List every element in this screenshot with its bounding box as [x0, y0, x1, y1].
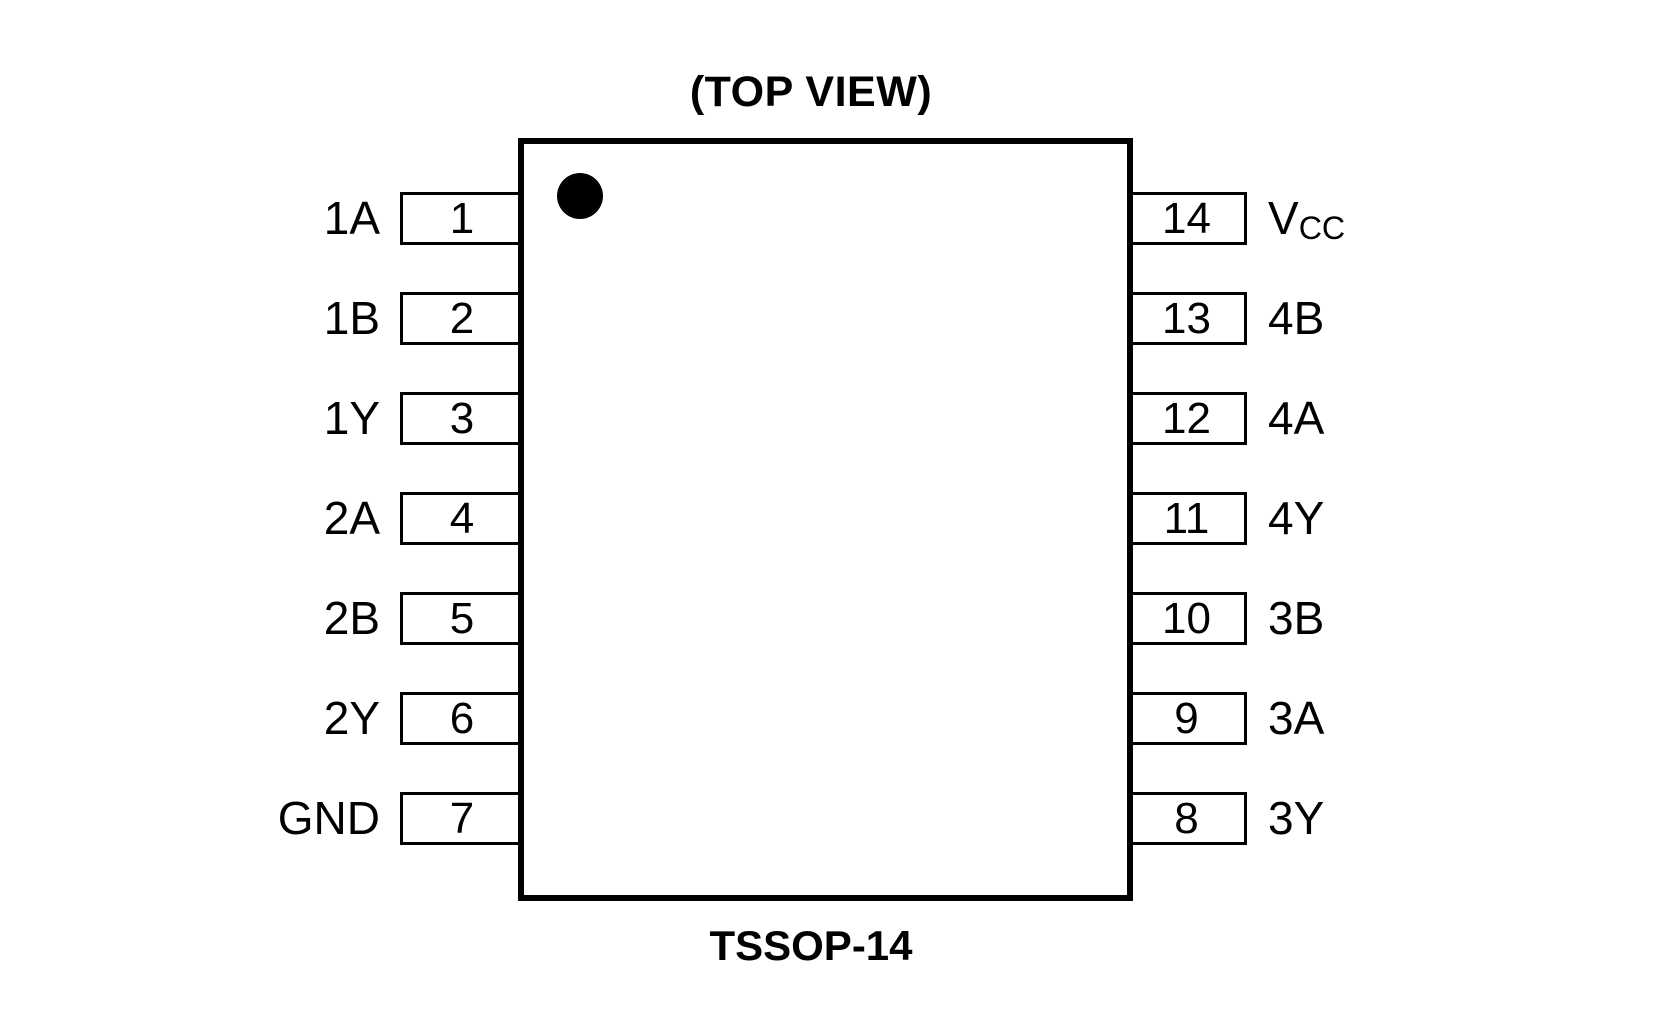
package-name-label: TSSOP-14	[709, 922, 913, 969]
right-pin-12-label: 4A	[1268, 392, 1325, 444]
ic-body-outline	[518, 138, 1133, 901]
right-pin-11-box: 11	[1126, 492, 1247, 545]
right-pin-13-box: 13	[1126, 292, 1247, 345]
right-pin-14-box: 14	[1126, 192, 1247, 245]
diagram-title: (TOP VIEW)	[689, 68, 933, 116]
left-pin-1-box: 1	[400, 192, 524, 245]
left-pin-3-box: 3	[400, 392, 524, 445]
left-pin-6-label: 2Y	[323, 692, 380, 744]
right-pin-9-box: 9	[1126, 692, 1247, 745]
vcc-label-main: V	[1268, 192, 1299, 244]
left-pin-3-label: 1Y	[323, 392, 380, 444]
left-pin-4-box: 4	[400, 492, 524, 545]
left-pin-1-label: 1A	[323, 192, 380, 244]
left-pin-5-label: 2B	[323, 592, 380, 644]
right-pin-10-label: 3B	[1268, 592, 1325, 644]
right-pin-10-box: 10	[1126, 592, 1247, 645]
right-pin-11-label: 4Y	[1268, 492, 1325, 544]
right-pin-8-box: 8	[1126, 792, 1247, 845]
left-pin-5-box: 5	[400, 592, 524, 645]
left-pin-4-label: 2A	[323, 492, 380, 544]
left-pin-2-label: 1B	[323, 292, 380, 344]
left-pin-2-box: 2	[400, 292, 524, 345]
right-pin-9-label: 3A	[1268, 692, 1325, 744]
left-pin-7-label: GND	[277, 792, 380, 844]
right-pin-12-box: 12	[1126, 392, 1247, 445]
right-pin-13-label: 4B	[1268, 292, 1325, 344]
left-pin-6-box: 6	[400, 692, 524, 745]
pin1-indicator-dot	[557, 173, 603, 219]
vcc-label-subscript: CC	[1298, 210, 1346, 247]
right-pin-14-label: VCC	[1268, 192, 1588, 247]
right-pin-8-label: 3Y	[1268, 792, 1325, 844]
left-pin-7-box: 7	[400, 792, 524, 845]
